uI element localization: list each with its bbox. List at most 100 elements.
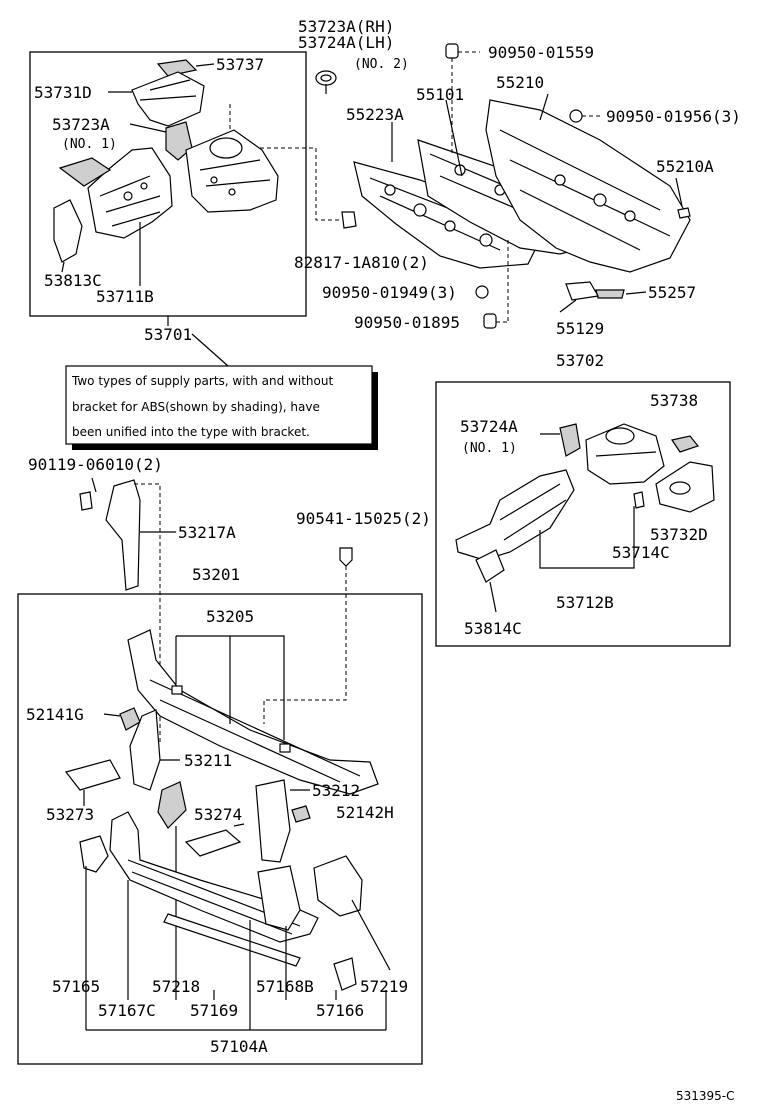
part-53814C-shape	[475, 549, 505, 613]
part-53211-shape	[129, 709, 180, 791]
label-no1-b: (NO. 1)	[462, 441, 517, 456]
part-57219-shape	[313, 855, 391, 971]
label-53201: 53201	[192, 565, 240, 584]
label-57169: 57169	[190, 1001, 238, 1020]
bracket-57104A	[85, 866, 387, 1031]
part-57168B-shape	[257, 865, 301, 931]
fastener-90950-01949	[475, 285, 489, 299]
part-55257-shape	[595, 289, 625, 299]
label-53724A: 53724A	[460, 417, 518, 436]
label-82817-1A810: 82817-1A810(2)	[294, 253, 429, 272]
label-53724A-lh: 53724A(LH)	[298, 33, 394, 52]
label-52142H: 52142H	[336, 803, 394, 822]
label-55129: 55129	[556, 319, 604, 338]
part-53714C-shape	[633, 491, 645, 509]
fastener-90119-06010	[79, 477, 97, 511]
label-90541-15025: 90541-15025(2)	[296, 509, 431, 528]
label-53702: 53702	[556, 351, 604, 370]
label-55223A: 55223A	[346, 105, 404, 124]
dash-dash-panel	[451, 58, 509, 323]
part-53731D-shape	[108, 71, 205, 127]
part-52141G-shape	[103, 707, 141, 731]
part-53813C-shape	[53, 199, 83, 273]
label-57219: 57219	[360, 977, 408, 996]
label-53712B: 53712B	[556, 593, 614, 612]
label-53217A: 53217A	[178, 523, 236, 542]
part-55210-shape	[485, 99, 691, 273]
label-53273: 53273	[46, 805, 94, 824]
label-57167C: 57167C	[98, 1001, 156, 1020]
part-57169-shape	[163, 913, 301, 967]
label-53274: 53274	[194, 805, 242, 824]
part-53217A-shape	[105, 479, 176, 591]
part-wheel-house-r-shape	[585, 423, 665, 485]
label-53813C: 53813C	[44, 271, 102, 290]
part-52142H-shape	[291, 805, 311, 823]
part-82817-clip	[341, 211, 357, 229]
label-55101: 55101	[416, 85, 464, 104]
part-55129-shape	[565, 281, 599, 301]
part-53732D-shape	[655, 461, 715, 513]
label-53701: 53701	[144, 325, 192, 344]
label-90950-01956: 90950-01956(3)	[606, 107, 741, 126]
note-box	[65, 365, 378, 450]
label-52141G: 52141G	[26, 705, 84, 724]
part-wheel-house-shape	[185, 129, 279, 213]
group-box-53201	[17, 593, 423, 1065]
label-53737: 53737	[216, 55, 264, 74]
dash-82817	[260, 147, 342, 221]
label-no2: (NO. 2)	[354, 57, 409, 72]
part-57166-shape	[333, 957, 357, 991]
leader-53701-note	[191, 333, 229, 367]
label-53205: 53205	[206, 607, 254, 626]
label-53212: 53212	[312, 781, 360, 800]
fastener-90950-01559	[445, 43, 480, 59]
label-57218: 57218	[152, 977, 200, 996]
leaders-dash-panel	[391, 93, 683, 313]
label-53714C: 53714C	[612, 543, 670, 562]
label-57166: 57166	[316, 1001, 364, 1020]
label-53738: 53738	[650, 391, 698, 410]
part-53724A-no1-shape	[540, 423, 581, 457]
label-90950-01559: 90950-01559	[488, 43, 594, 62]
part-53212-shape	[255, 779, 310, 863]
label-53814C: 53814C	[464, 619, 522, 638]
part-53737-shape	[156, 59, 215, 77]
label-53723A: 53723A	[52, 115, 110, 134]
label-90950-01949: 90950-01949(3)	[322, 283, 457, 302]
label-55257: 55257	[648, 283, 696, 302]
part-57165-shape	[79, 835, 109, 873]
label-57165: 57165	[52, 977, 100, 996]
part-53273-shape	[64, 759, 121, 806]
label-90119-06010: 90119-06010(2)	[28, 455, 163, 474]
label-57168B: 57168B	[256, 977, 314, 996]
diagram-reference: 531395-C	[676, 1089, 735, 1103]
part-53738-shape	[671, 435, 700, 453]
part-53274-shape	[184, 823, 245, 857]
label-no1-a: (NO. 1)	[62, 137, 117, 152]
label-55210A: 55210A	[656, 157, 714, 176]
fastener-90541-15025	[263, 547, 353, 724]
label-53723A-rh: 53723A(RH)	[298, 17, 394, 36]
fastener-55210A-bolt	[677, 207, 691, 219]
fastener-90950-01895	[483, 313, 497, 329]
label-53211: 53211	[184, 751, 232, 770]
label-53732D: 53732D	[650, 525, 708, 544]
part-57218-shape	[157, 781, 187, 976]
label-53711B: 53711B	[96, 287, 154, 306]
group-box-53702	[435, 381, 731, 647]
fastener-90950-01956	[569, 109, 600, 123]
label-55210: 55210	[496, 73, 544, 92]
dash-53217A	[134, 483, 161, 744]
label-57104A: 57104A	[210, 1037, 268, 1056]
part-53205-shape	[127, 629, 379, 795]
part-53712B-shape	[455, 469, 635, 569]
part-53723A-rh-grommet	[315, 70, 337, 94]
note-line-3: been unified into the type with bracket.	[72, 425, 310, 439]
note-line-1: Two types of supply parts, with and with…	[71, 374, 333, 388]
label-53731D: 53731D	[34, 83, 92, 102]
part-53711B-shape	[58, 147, 173, 239]
note-line-2: bracket for ABS(shown by shading), have	[72, 400, 320, 414]
